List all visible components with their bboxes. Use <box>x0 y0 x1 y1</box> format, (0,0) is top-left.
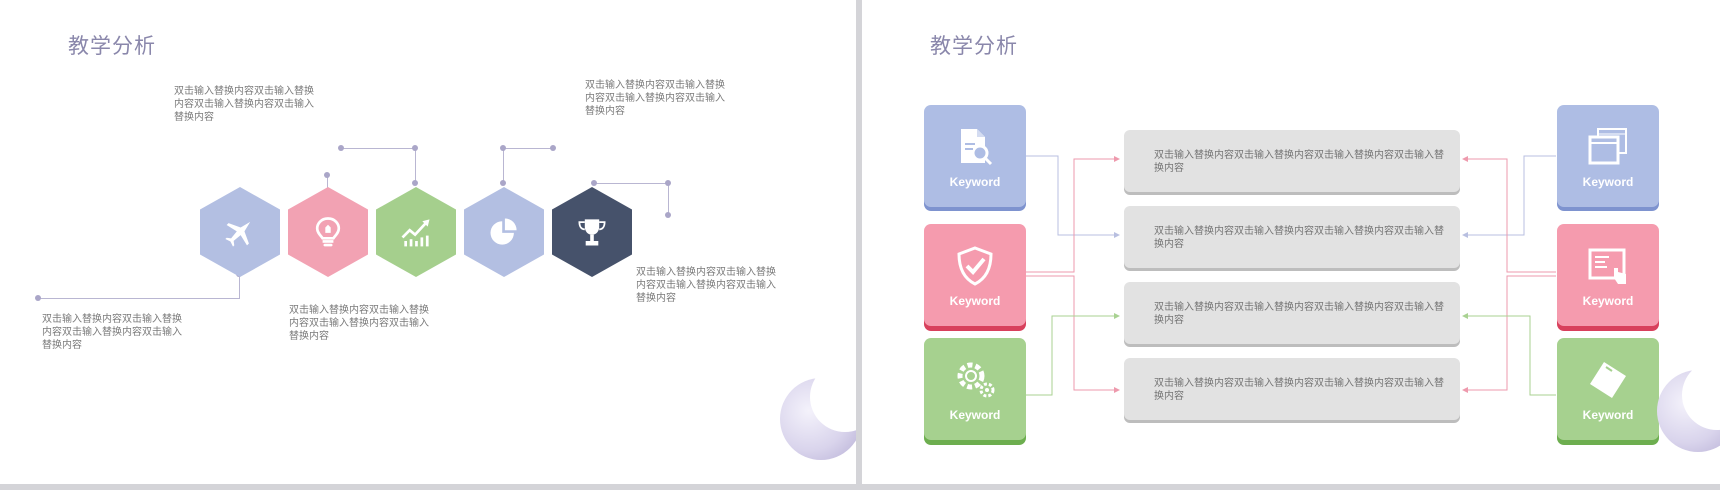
connector-line <box>503 148 504 183</box>
text-block-top-1[interactable]: 双击输入替换内容双击输入替换内容双击输入替换内容双击输入替换内容 <box>174 86 314 123</box>
connector-dot <box>500 180 506 186</box>
document-search-icon <box>961 129 993 166</box>
connector-dot <box>338 145 344 151</box>
keyword-card-left-2[interactable]: Keyword <box>924 224 1026 326</box>
content-box-3[interactable]: 双击输入替换内容双击输入替换内容双击输入替换内容双击输入替换内容 <box>1124 282 1460 344</box>
connector-dot <box>591 180 597 186</box>
text-block-right[interactable]: 双击输入替换内容双击输入替换内容双击输入替换内容双击输入替换内容 <box>636 267 776 304</box>
content-box-text: 双击输入替换内容双击输入替换内容双击输入替换内容双击输入替换内容 <box>1154 302 1444 326</box>
text-block-bottom-1[interactable]: 双击输入替换内容双击输入替换内容双击输入替换内容双击输入替换内容 <box>42 314 182 351</box>
content-box-text: 双击输入替换内容双击输入替换内容双击输入替换内容双击输入替换内容 <box>1154 378 1444 402</box>
hexagon-airplane[interactable] <box>200 187 280 277</box>
content-box-text: 双击输入替换内容双击输入替换内容双击输入替换内容双击输入替换内容 <box>1154 226 1444 250</box>
text-block-bottom-2[interactable]: 双击输入替换内容双击输入替换内容双击输入替换内容双击输入替换内容 <box>289 305 429 342</box>
connector-dot <box>500 145 506 151</box>
keyword-label: Keyword <box>1582 294 1634 308</box>
keyword-card-left-3[interactable]: Keyword <box>924 338 1026 440</box>
text-block-top-2[interactable]: 双击输入替换内容双击输入替换内容双击输入替换内容双击输入替换内容 <box>585 80 725 117</box>
connector-dot <box>412 145 418 151</box>
pie-chart-icon <box>490 218 517 245</box>
keyword-label: Keyword <box>949 294 1001 308</box>
hexagon-pie-chart[interactable] <box>464 187 544 277</box>
slide-title: 教学分析 <box>68 34 156 58</box>
sd-card-icon <box>1590 362 1626 398</box>
connector-line <box>38 298 240 299</box>
slide-left: 教学分析 双击输入替换内容双击输入替换内容双击输入替换内容双击输入替换内容 双击… <box>0 0 856 484</box>
slide-title: 教学分析 <box>930 34 1018 58</box>
content-box-4[interactable]: 双击输入替换内容双击输入替换内容双击输入替换内容双击输入替换内容 <box>1124 358 1460 420</box>
growth-chart-icon <box>401 219 430 247</box>
connector-dot <box>665 180 671 186</box>
keyword-label: Keyword <box>949 175 1001 189</box>
connector-line <box>341 148 415 149</box>
keyword-label: Keyword <box>1582 408 1634 422</box>
slide-right: 教学分析 <box>862 0 1720 484</box>
keyword-card-right-2[interactable]: Keyword <box>1557 224 1659 326</box>
connector-line <box>594 183 668 184</box>
connector-line <box>239 274 240 299</box>
keyword-label: Keyword <box>1582 175 1634 189</box>
connector-line <box>668 183 669 215</box>
hexagon-trophy[interactable] <box>552 187 632 277</box>
connector-line <box>415 148 416 183</box>
browser-windows-icon <box>1588 128 1627 165</box>
connector-dot <box>324 172 330 178</box>
connector-line <box>503 148 553 149</box>
connector-dot <box>412 180 418 186</box>
hexagon-lightbulb[interactable] <box>288 187 368 277</box>
trophy-icon <box>578 219 606 246</box>
touch-screen-icon <box>1588 248 1626 284</box>
connector-dot <box>550 145 556 151</box>
keyword-card-left-1[interactable]: Keyword <box>924 105 1026 207</box>
shield-check-icon <box>957 246 993 286</box>
connector-dot <box>35 295 41 301</box>
keyword-label: Keyword <box>949 408 1001 422</box>
connector-lines <box>1026 155 1556 396</box>
keyword-card-right-3[interactable]: Keyword <box>1557 338 1659 440</box>
lightbulb-icon <box>315 217 341 247</box>
hexagon-growth[interactable] <box>376 187 456 277</box>
gears-icon <box>957 362 995 398</box>
connector-dot <box>665 212 671 218</box>
airplane-icon <box>225 221 251 247</box>
keyword-card-right-1[interactable]: Keyword <box>1557 105 1659 207</box>
content-box-1[interactable]: 双击输入替换内容双击输入替换内容双击输入替换内容双击输入替换内容 <box>1124 130 1460 192</box>
content-box-2[interactable]: 双击输入替换内容双击输入替换内容双击输入替换内容双击输入替换内容 <box>1124 206 1460 268</box>
content-box-text: 双击输入替换内容双击输入替换内容双击输入替换内容双击输入替换内容 <box>1154 150 1444 174</box>
